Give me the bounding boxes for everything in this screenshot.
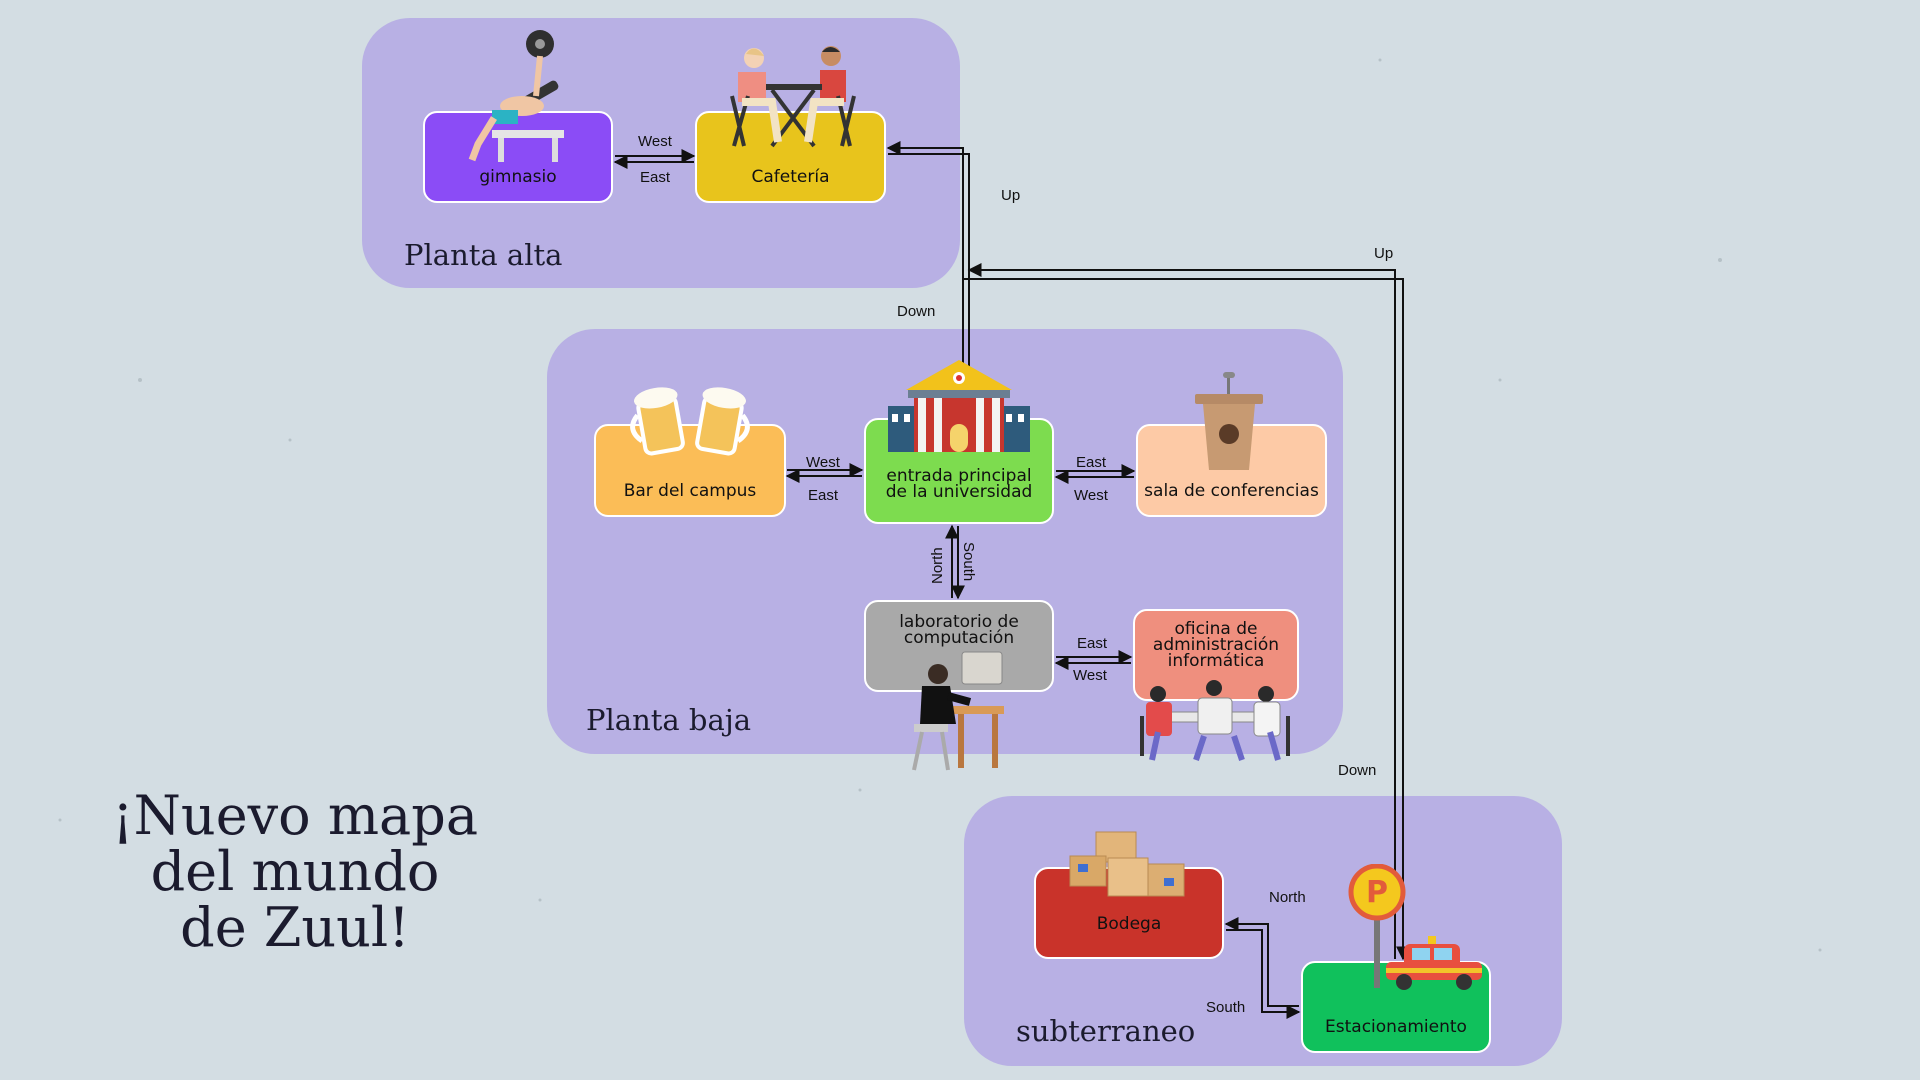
zone-label-subterraneo: subterraneo bbox=[1016, 1014, 1196, 1048]
page-title: ¡Nuevo mapa del mundo de Zuul! bbox=[80, 788, 510, 956]
title-line-2: del mundo bbox=[150, 840, 440, 903]
title-line-1: ¡Nuevo mapa bbox=[111, 784, 479, 847]
weightlifter-icon bbox=[468, 30, 564, 162]
room-label: Bar del campus bbox=[623, 481, 757, 501]
room-label-line3: informática bbox=[1167, 651, 1265, 671]
room-label: Cafetería bbox=[751, 167, 830, 187]
room-label-line2: computación bbox=[903, 628, 1015, 648]
meeting-table-icon bbox=[1140, 680, 1290, 761]
room-bar-del-campus[interactable]: Bar del campus bbox=[594, 424, 786, 517]
boxes-icon bbox=[1069, 831, 1185, 897]
room-label: Estacionamiento bbox=[1325, 1017, 1467, 1037]
parking-sign-car-icon: P bbox=[1348, 864, 1482, 990]
room-label-line2: de la universidad bbox=[885, 482, 1033, 502]
svg-text:P: P bbox=[1366, 875, 1388, 910]
room-label: sala de conferencias bbox=[1144, 481, 1319, 501]
couple-at-table-icon bbox=[730, 46, 856, 148]
room-label: gimnasio bbox=[479, 167, 557, 187]
university-building-icon bbox=[888, 360, 1030, 452]
podium-icon bbox=[1195, 372, 1263, 470]
zone-label-planta-alta: Planta alta bbox=[404, 238, 563, 272]
zone-label-planta-baja: Planta baja bbox=[586, 703, 752, 737]
beer-mugs-icon bbox=[630, 387, 750, 456]
room-cafeteria[interactable]: Cafetería bbox=[695, 111, 886, 203]
person-at-computer-icon bbox=[912, 651, 1004, 771]
title-line-3: de Zuul! bbox=[180, 896, 410, 959]
